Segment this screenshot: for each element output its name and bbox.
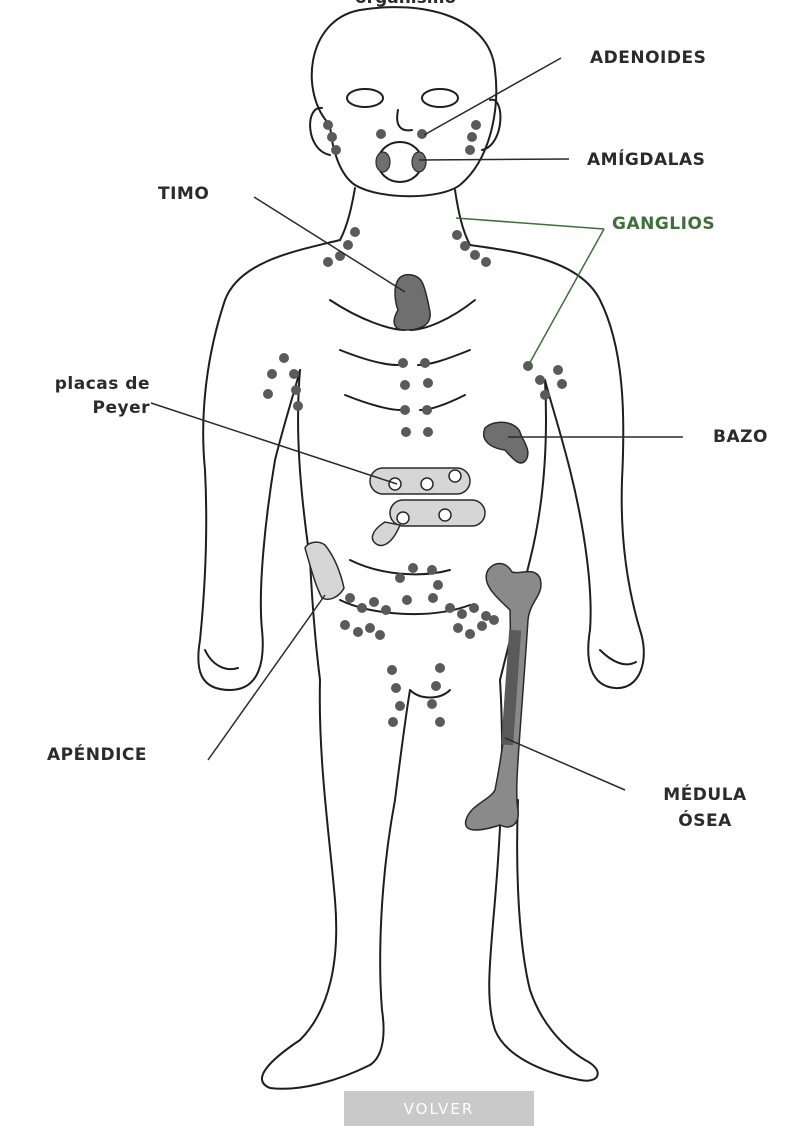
- pointer-medula: [505, 738, 625, 790]
- pointer-timo: [254, 197, 405, 292]
- label-amigdalas: AMÍGDALAS: [587, 150, 705, 170]
- label-adenoides: ADENOIDES: [590, 48, 706, 68]
- label-medula-osea: MÉDULA ÓSEA: [630, 782, 780, 834]
- label-bazo: BAZO: [713, 427, 768, 447]
- volver-button[interactable]: VOLVER: [344, 1091, 534, 1126]
- label-placas-line1: placas de: [10, 372, 150, 396]
- header-title-fragment: organismo: [355, 0, 456, 8]
- intestine-peyer: [305, 468, 485, 599]
- label-medula-line2: ÓSEA: [630, 808, 780, 834]
- label-apendice: APÉNDICE: [47, 745, 147, 765]
- femur-shape: [466, 564, 541, 831]
- label-medula-line1: MÉDULA: [630, 782, 780, 808]
- pointer-amigdalas: [419, 159, 569, 160]
- label-placas-line2: Peyer: [10, 396, 150, 420]
- organs: [394, 275, 541, 830]
- thymus-shape: [394, 275, 430, 330]
- spleen-shape: [484, 422, 528, 463]
- label-timo: TIMO: [158, 184, 209, 204]
- pointer-ganglios: [456, 218, 604, 366]
- label-placas-de-peyer: placas de Peyer: [10, 372, 150, 420]
- tonsils: [376, 152, 426, 172]
- pointer-apendice: [208, 595, 325, 760]
- label-ganglios: GANGLIOS: [612, 214, 715, 234]
